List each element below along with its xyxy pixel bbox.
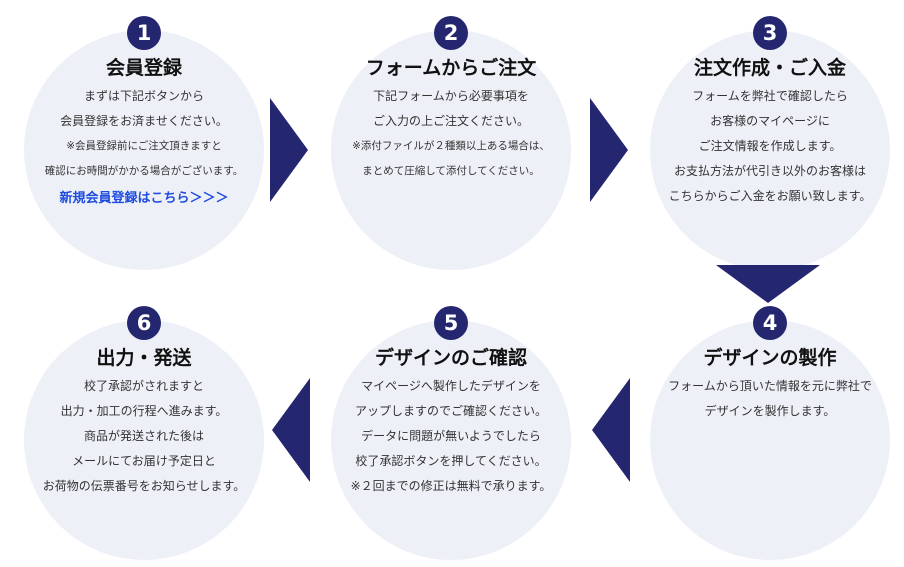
step-number-badge: 4: [753, 306, 787, 340]
step-title: デザインの製作: [703, 347, 837, 369]
step-text-line: メールにてお届け予定日と: [72, 454, 216, 468]
step-note-line: ※添付ファイルが２種類以上ある場合は、: [352, 140, 550, 152]
step-text-line: お支払方法が代引き以外のお客様は: [673, 164, 866, 178]
step-number-badge: 3: [753, 16, 787, 50]
step-6-output-shipping: 6 出力・発送 校了承認がされますと 出力・加工の行程へ進みます。 商品が発送さ…: [24, 306, 264, 560]
step-text-line: データに問題が無いようでしたら: [361, 429, 541, 443]
arrow-right-icon: [270, 98, 308, 202]
step-3-order-payment: 3 注文作成・ご入金 フォームを弊社で確認したら お客様のマイページに ご注文情…: [650, 16, 890, 270]
step-5-design-review: 5 デザインのご確認 マイページへ製作したデザインを アップしますのでご確認くだ…: [331, 306, 571, 560]
step-title: 出力・発送: [96, 347, 192, 369]
arrow-left-icon: [592, 378, 630, 482]
step-number-badge: 6: [127, 306, 161, 340]
step-2-order-form: 2 フォームからご注文 下記フォームから必要事項を ご入力の上ご注文ください。 …: [331, 16, 571, 270]
step-text-line: こちらからご入金をお願い致します。: [668, 189, 872, 203]
step-title: フォームからご注文: [365, 57, 537, 79]
step-text-line: フォームから頂いた情報を元に弊社で: [668, 379, 872, 393]
step-title: 注文作成・ご入金: [693, 57, 846, 79]
step-title: 会員登録: [105, 57, 182, 79]
step-number-badge: 1: [127, 16, 161, 50]
step-number-badge: 2: [434, 16, 468, 50]
arrow-left-icon: [272, 378, 310, 482]
step-note-line: まとめて圧縮して添付してください。: [362, 165, 540, 177]
step-4-design-production: 4 デザインの製作 フォームから頂いた情報を元に弊社で デザインを製作します。: [650, 306, 890, 560]
step-text-line: 会員登録をお済ませください。: [60, 114, 228, 128]
step-text-line: 出力・加工の行程へ進みます。: [60, 404, 228, 418]
step-text-line: まずは下記ボタンから: [83, 89, 204, 103]
arrow-right-icon: [590, 98, 628, 202]
step-text-line: 校了承認ボタンを押してください。: [355, 454, 547, 468]
step-1-register: 1 会員登録 まずは下記ボタンから 会員登録をお済ませください。 ※会員登録前に…: [24, 16, 264, 270]
step-number-badge: 5: [434, 306, 468, 340]
step-text-line: ご注文情報を作成します。: [698, 139, 842, 153]
new-member-register-link[interactable]: 新規会員登録はこちら＞＞＞: [59, 191, 229, 206]
step-note-line: 確認にお時間がかかる場合がございます。: [44, 165, 244, 177]
step-text-line: 下記フォームから必要事項を: [373, 89, 529, 103]
step-text-line: アップしますのでご確認ください。: [354, 404, 547, 418]
step-text-line: フォームを弊社で確認したら: [692, 89, 848, 103]
step-text-line: ※２回までの修正は無料で承ります。: [350, 479, 552, 493]
step-text-line: お荷物の伝票番号をお知らせします。: [42, 479, 246, 493]
step-text-line: 商品が発送された後は: [83, 429, 204, 443]
step-text-line: デザインを製作します。: [704, 404, 836, 418]
step-title: デザインのご確認: [374, 347, 527, 369]
step-text-line: お客様のマイページに: [710, 114, 830, 128]
step-text-line: マイページへ製作したデザインを: [361, 379, 541, 393]
arrow-down-icon: [716, 265, 820, 303]
step-text-line: 校了承認がされますと: [83, 379, 204, 393]
step-note-line: ※会員登録前にご注文頂きますと: [66, 140, 222, 152]
step-text-line: ご入力の上ご注文ください。: [372, 114, 529, 128]
